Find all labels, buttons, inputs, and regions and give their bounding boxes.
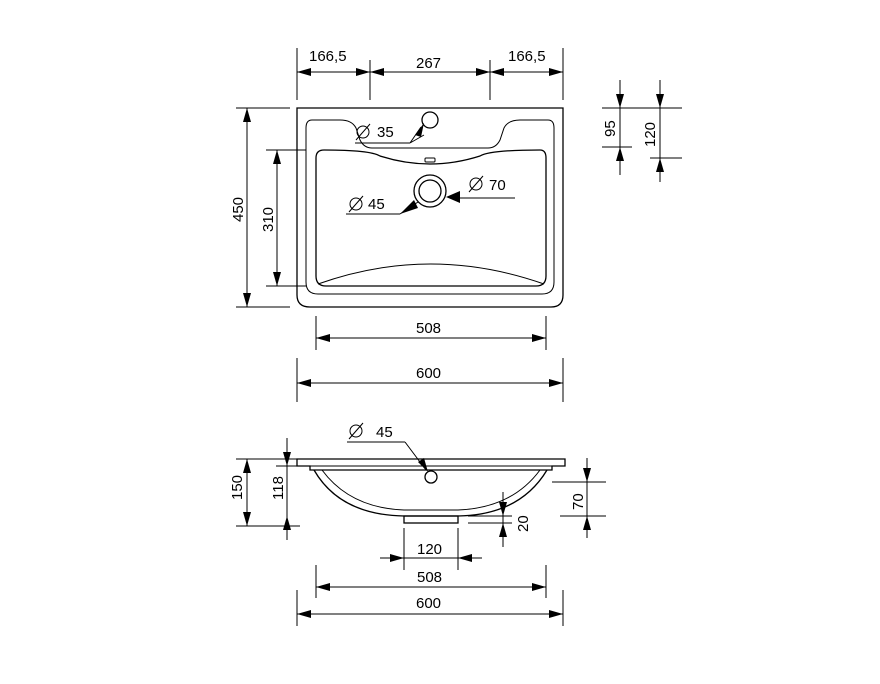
bowl-width-label: 508: [416, 320, 441, 337]
front-total-width-dim: 600: [296, 590, 564, 626]
front-depth-label: 70: [570, 493, 587, 510]
bowl-outline: [315, 149, 547, 287]
total-width-label: 600: [416, 365, 441, 382]
drain-callout: 45: [346, 195, 419, 215]
front-bowl-width-label: 508: [417, 569, 442, 586]
front-view: 45 150 118 70: [229, 422, 606, 626]
height-bowl-dim: 310: [260, 149, 306, 287]
front-dim-20: 20: [468, 492, 532, 547]
tap-hole-label: 35: [377, 124, 394, 141]
drain-outer-label: 70: [489, 177, 506, 194]
drain-inner: [418, 179, 442, 203]
front-drain: [403, 515, 459, 524]
top-view: 35 45 70: [230, 48, 564, 402]
front-height-total-dim: 150: [229, 458, 300, 527]
front-depth-dim: 70: [552, 458, 606, 538]
height-bowl-label: 310: [260, 207, 277, 232]
front-bowl-width-dim: 508: [315, 565, 547, 598]
front-height-bowl-dim: 118: [270, 438, 297, 540]
dim-120-label: 120: [642, 122, 659, 147]
front-height-total-label: 150: [229, 475, 246, 500]
front-overflow: [424, 470, 438, 484]
drain-outer-callout: 70: [446, 175, 515, 203]
front-drain-width-label: 120: [417, 541, 442, 558]
height-total-label: 450: [230, 197, 247, 222]
drain-outer: [413, 174, 447, 208]
overflow-slot: [424, 157, 436, 163]
basin-outline: [296, 107, 564, 308]
front-slab: [296, 458, 566, 471]
front-drain-callout: 45: [347, 422, 428, 472]
width-left-label: 166,5: [309, 48, 347, 65]
height-total-dim: 450: [230, 107, 290, 308]
width-right-label: 166,5: [508, 48, 546, 65]
front-bowl: [313, 469, 548, 517]
front-height-bowl-label: 118: [270, 476, 287, 500]
front-drain-label: 45: [376, 424, 393, 441]
total-width-dim: 600: [296, 358, 564, 402]
tap-hole-callout: 35: [355, 123, 425, 144]
side-detail: 95 120: [602, 80, 682, 182]
front-drain-width-dim: 120: [380, 528, 482, 570]
drain-label: 45: [368, 196, 385, 213]
tap-hole: [421, 111, 439, 129]
front-bowl-inner: [321, 469, 541, 511]
bowl-front-curve: [317, 263, 545, 285]
width-mid-label: 267: [416, 55, 441, 72]
front-dim-20-label: 20: [515, 515, 532, 532]
top-width-dims: 166,5 267 166,5: [296, 48, 564, 100]
front-total-width-label: 600: [416, 595, 441, 612]
dim-95-label: 95: [602, 120, 619, 137]
bowl-width-dim: 508: [315, 316, 547, 350]
